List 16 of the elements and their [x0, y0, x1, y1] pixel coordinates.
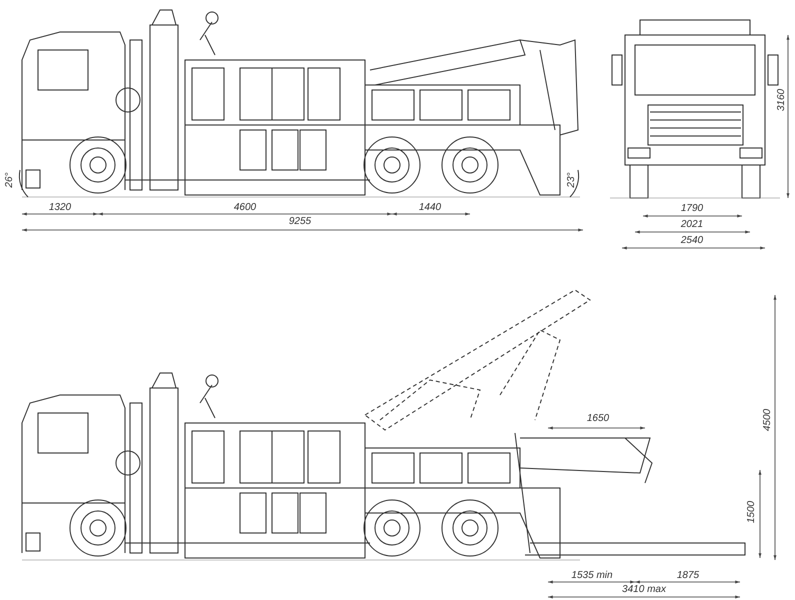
dimension-label: 1440: [418, 203, 442, 213]
dimension-label: 4600: [234, 203, 256, 213]
dimension-label: 3160: [777, 88, 787, 112]
dimension-label: 1535 min: [571, 571, 613, 581]
angle-label: 26°: [5, 172, 15, 188]
dimension-label: 1790: [680, 204, 704, 214]
angle-label: 23°: [567, 172, 577, 188]
dimension-label: 1500: [747, 500, 757, 524]
dimension-label: 4500: [763, 408, 773, 432]
dimension-label: 1875: [676, 571, 700, 581]
dimension-label: 2021: [680, 220, 704, 230]
dimension-label: 9255: [288, 217, 312, 227]
dimension-label: 1320: [48, 203, 72, 213]
dimension-label: 2540: [680, 236, 704, 246]
dimension-label: 3410 max: [622, 585, 666, 595]
dimension-label: 1650: [586, 414, 610, 424]
